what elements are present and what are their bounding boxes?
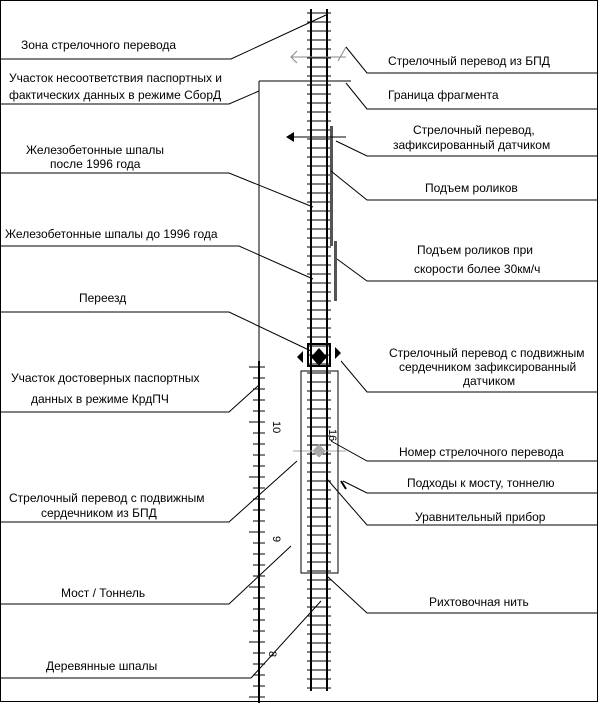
movable-switch-arrow-left <box>297 351 303 363</box>
switch-sensor-arrow <box>286 132 346 142</box>
label-concrete-after-1: Железобетонные шпалы <box>26 143 164 157</box>
label-reliable-1: Участок достоверных паспортных <box>11 371 200 385</box>
label-switch-sensor-2: зафиксированный датчиком <box>393 138 550 152</box>
label-rollers-speed-1: Подъем роликов при <box>417 243 533 257</box>
label-string: Рихтовочная нить <box>429 595 529 609</box>
switch-number-16: 16 <box>326 429 338 441</box>
label-reliable-2: данных в режиме КрдПЧ <box>31 392 169 406</box>
label-movable-bpd-1: Стрелочный перевод с подвижным <box>9 491 205 505</box>
switch-number-8: 8 <box>266 651 278 657</box>
label-concrete-after-2: после 1996 года <box>50 157 141 171</box>
label-bridge: Мост / Тоннель <box>61 586 145 600</box>
label-mismatch-2: фактических данных в режиме СборД <box>9 88 221 102</box>
movable-switch-bpd-marker <box>293 444 346 458</box>
label-switch-zone: Зона стрелочного перевода <box>21 38 176 52</box>
label-rollers: Подъем роликов <box>425 181 518 195</box>
label-crossing: Переезд <box>79 291 126 305</box>
switch-bpd-arrow <box>290 46 347 64</box>
label-wooden: Деревянные шпалы <box>46 659 157 673</box>
bridge-tunnel <box>300 370 339 574</box>
approach-marker <box>340 480 347 490</box>
label-movable-bpd-2: сердечником из БПД <box>41 506 157 520</box>
leader-lines-left <box>1 14 327 679</box>
label-movable-sensor-3: датчиком <box>463 374 515 388</box>
label-equalizer: Уравнительный прибор <box>415 510 546 524</box>
movable-switch-sensor-arrow <box>335 347 341 359</box>
label-mismatch-1: Участок несоответствия паспортных и <box>9 71 222 85</box>
label-switch-sensor-1: Стрелочный перевод, <box>413 123 535 137</box>
label-switch-bpd: Стрелочный перевод из БПД <box>388 54 550 68</box>
leader-lines-right <box>326 46 598 614</box>
label-concrete-before: Железобетонные шпалы до 1996 года <box>5 227 218 241</box>
movable-switch-sensor-marker <box>311 348 327 366</box>
rollers-lift-speed-bar <box>334 241 337 301</box>
reliable-data-scale <box>249 361 265 703</box>
label-movable-sensor-1: Стрелочный перевод с подвижным <box>389 346 585 360</box>
switch-number-9: 9 <box>270 536 282 542</box>
label-switch-number: Номер стрелочного перевода <box>399 445 564 459</box>
label-approaches: Подходы к мосту, тоннелю <box>407 476 554 490</box>
rollers-lift-bar <box>330 126 333 246</box>
label-rollers-speed-2: скорости более 30км/ч <box>414 262 540 276</box>
label-movable-sensor-2: сердечником зафиксированный <box>399 360 576 374</box>
switch-number-10: 10 <box>270 421 282 433</box>
label-fragment: Граница фрагмента <box>388 88 499 102</box>
